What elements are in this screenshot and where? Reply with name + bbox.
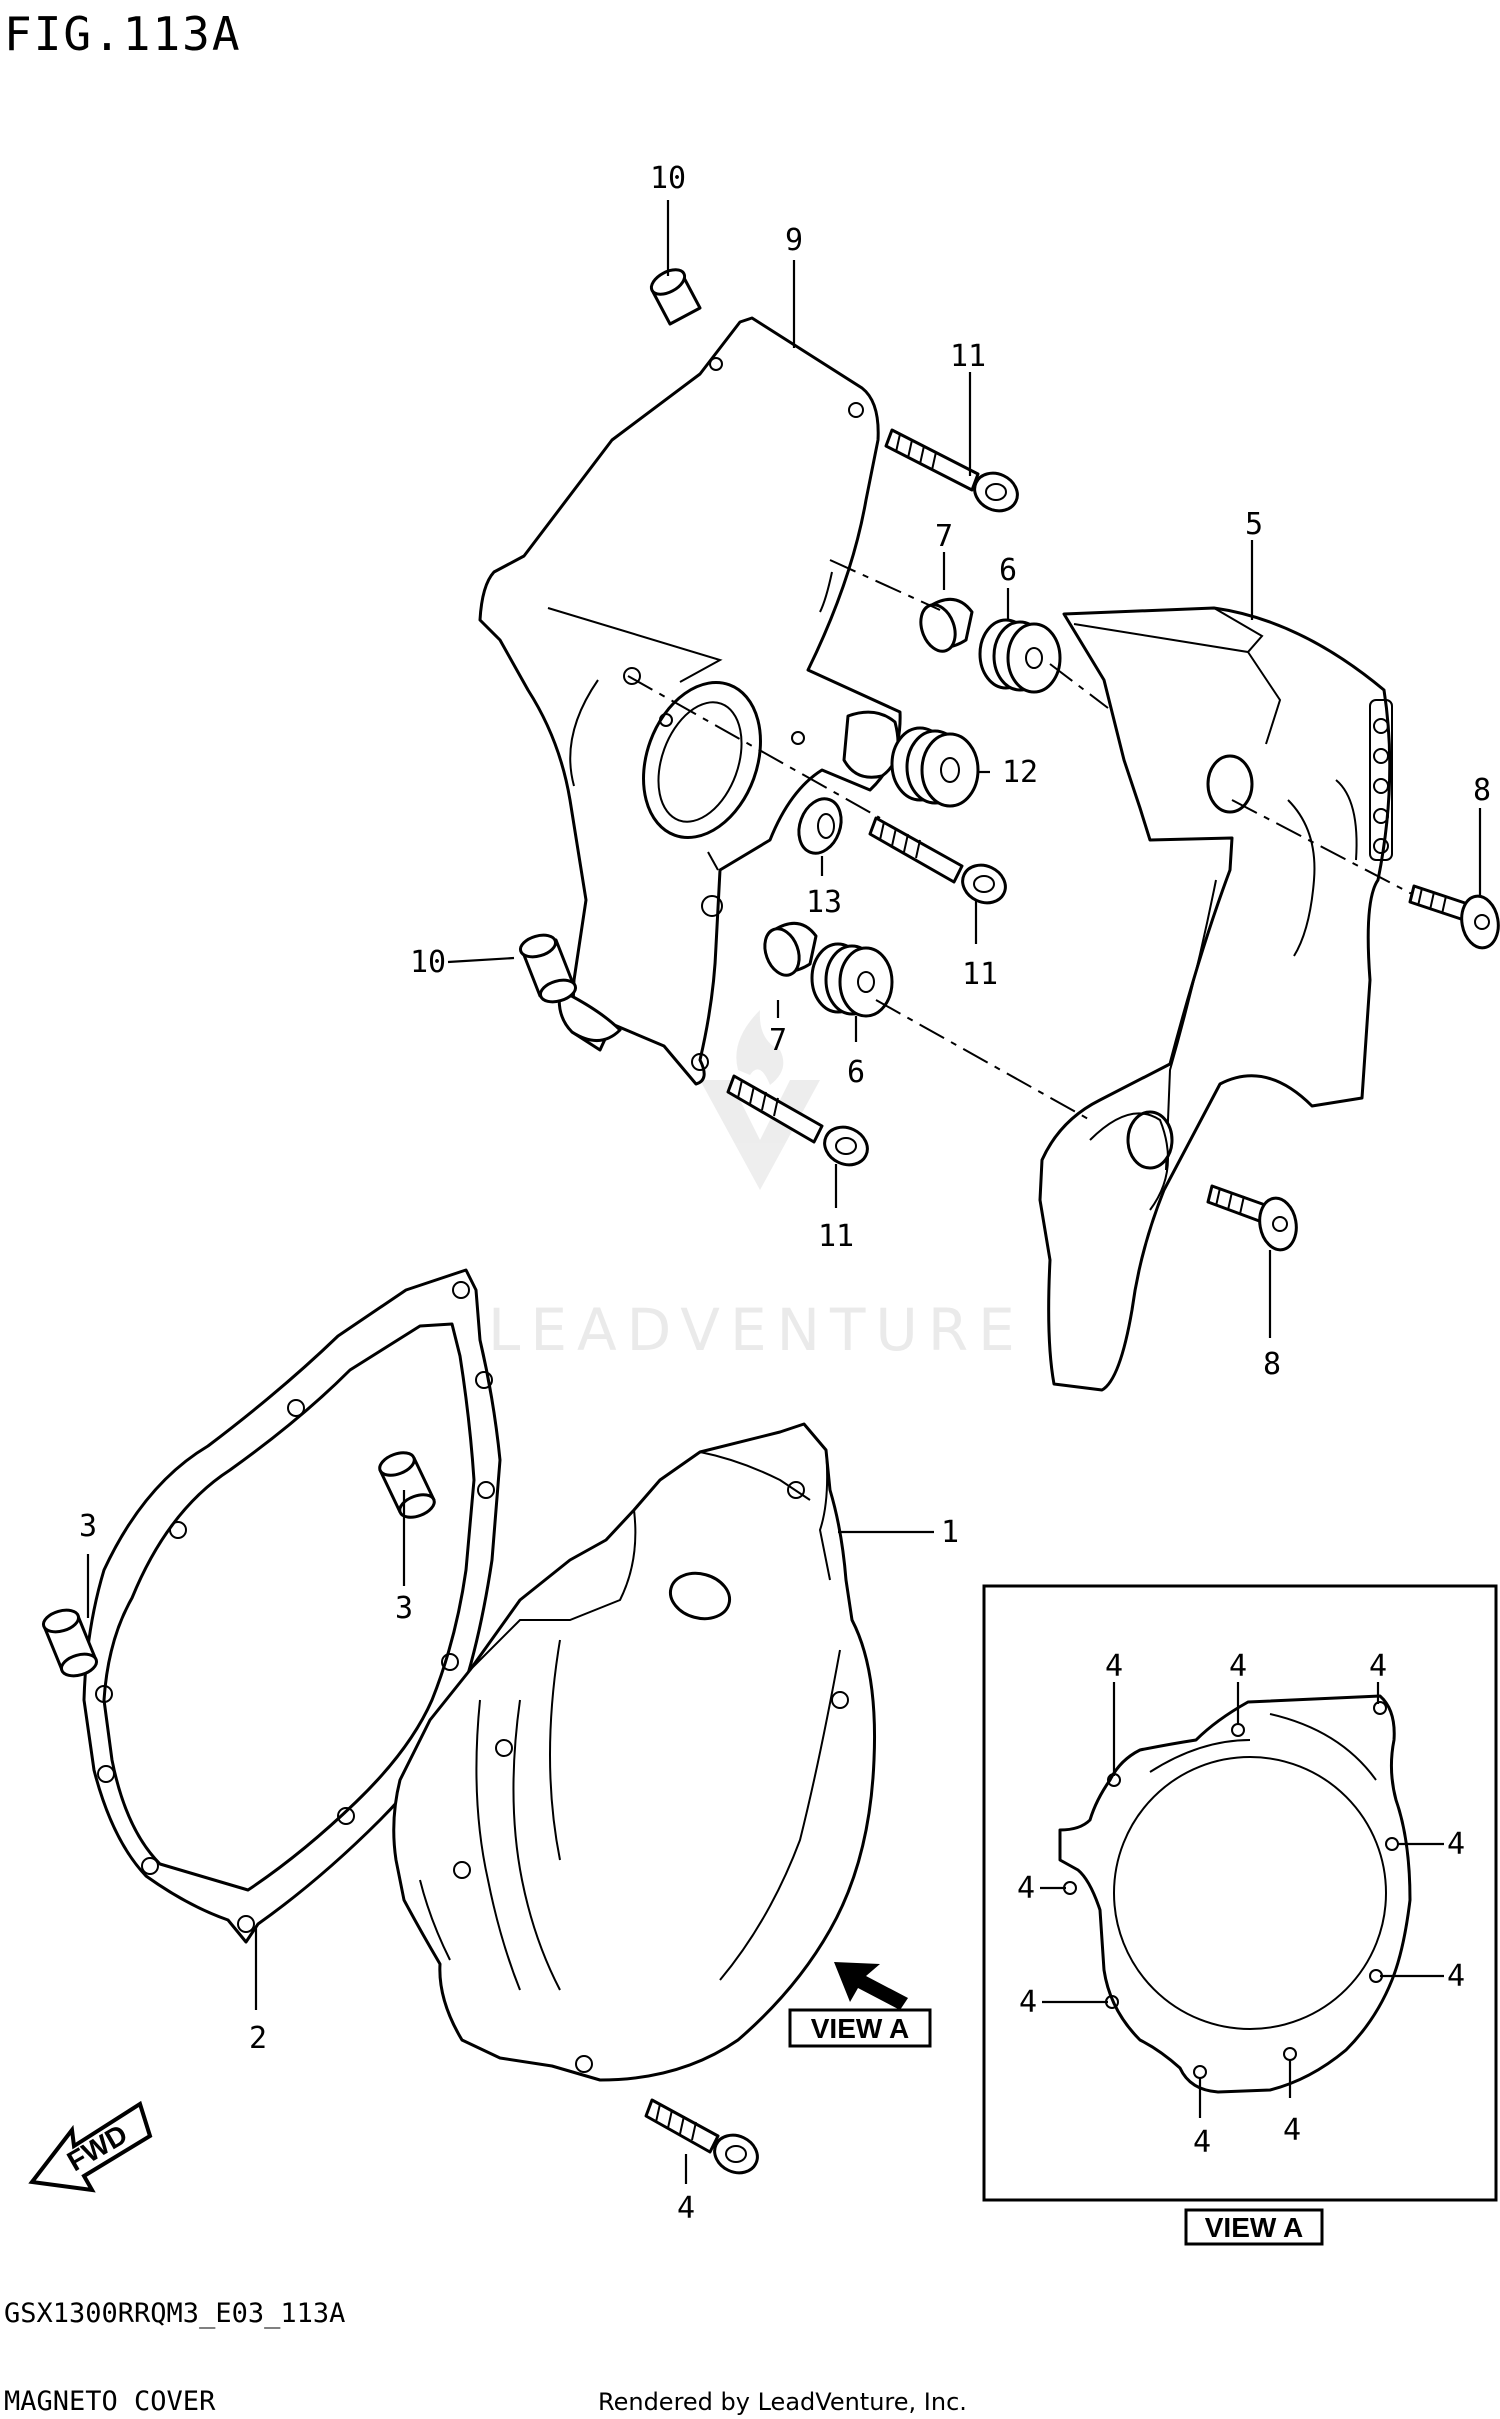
part-10-dowel-lower[interactable] xyxy=(518,931,578,1005)
view-a-inset xyxy=(982,1584,1498,2202)
view-a-callout-4: 4 xyxy=(1019,1985,1037,2020)
callout-10-upper: 10 xyxy=(650,161,686,196)
part-1-magneto-cover[interactable] xyxy=(392,1422,877,2082)
view-a-callout-4: 4 xyxy=(1105,1649,1123,1684)
part-11-bolt-lower[interactable] xyxy=(726,1074,874,1172)
callout-11-middle: 11 xyxy=(962,957,998,992)
part-3-dowel-left[interactable] xyxy=(41,1606,99,1679)
callout-5: 5 xyxy=(1245,507,1263,542)
figure-code: GSX1300RRQM3_E03_113A xyxy=(4,2298,345,2329)
view-a-callout-4: 4 xyxy=(1229,1649,1247,1684)
view-a-arrow xyxy=(834,1962,908,2010)
callout-11-upper: 11 xyxy=(950,339,986,374)
part-12-grommet[interactable] xyxy=(890,726,980,808)
callout-3-left: 3 xyxy=(79,1509,97,1544)
figure-title: FIG.113A xyxy=(4,7,242,61)
part-6-grommet-upper[interactable] xyxy=(978,618,1062,694)
part-11-bolt-middle[interactable] xyxy=(868,816,1012,910)
figure-name: MAGNETO COVER xyxy=(4,2386,216,2417)
part-7-collar-upper[interactable] xyxy=(915,597,974,656)
callout-1: 1 xyxy=(941,1515,959,1550)
callout-6-lower: 6 xyxy=(847,1055,865,1090)
callout-7-lower: 7 xyxy=(769,1023,787,1058)
part-5-cover[interactable] xyxy=(1038,606,1393,1392)
view-a-callout-4: 4 xyxy=(1193,2125,1211,2160)
callout-8-lower: 8 xyxy=(1263,1347,1281,1382)
view-a-callout-4: 4 xyxy=(1369,1649,1387,1684)
callout-11-lower: 11 xyxy=(818,1219,854,1254)
view-a-callout-4: 4 xyxy=(1017,1871,1035,1906)
callout-6-upper: 6 xyxy=(999,553,1017,588)
callout-12: 12 xyxy=(1002,755,1038,790)
assembly-lines xyxy=(627,559,1413,1121)
callouts: 10 9 11 7 6 5 12 8 13 11 10 7 6 11 8 1 3… xyxy=(79,161,1491,2226)
callout-7-upper: 7 xyxy=(935,519,953,554)
part-8-bolt-lower[interactable] xyxy=(1206,1184,1300,1253)
leader-lines xyxy=(86,200,1482,2184)
leadventure-watermark: LEADVENTURE xyxy=(488,1010,1025,1364)
view-a-callout-4: 4 xyxy=(1283,2113,1301,2148)
view-a-caption-box: VIEW A xyxy=(1184,2208,1324,2246)
view-a-caption: VIEW A xyxy=(1205,2212,1304,2243)
rendered-by: Rendered by LeadVenture, Inc. xyxy=(598,2388,967,2416)
part-9-bracket[interactable] xyxy=(478,316,902,1086)
callout-13: 13 xyxy=(806,885,842,920)
part-7-collar-lower[interactable] xyxy=(759,921,818,980)
part-8-bolt-upper[interactable] xyxy=(1408,884,1500,951)
callout-3-right: 3 xyxy=(395,1591,413,1626)
part-11-bolt-upper[interactable] xyxy=(884,428,1024,518)
part-3-dowel-right[interactable] xyxy=(377,1448,438,1521)
view-a-callout-4: 4 xyxy=(1447,1827,1465,1862)
part-10-dowel-upper[interactable] xyxy=(647,265,702,326)
callout-10-lower: 10 xyxy=(410,945,446,980)
fwd-arrow: FWD xyxy=(28,2100,153,2193)
view-a-label-box: VIEW A xyxy=(788,2008,932,2048)
callout-8-upper: 8 xyxy=(1473,773,1491,808)
view-a-label: VIEW A xyxy=(811,2013,910,2044)
watermark-text: LEADVENTURE xyxy=(488,1296,1025,1364)
cover-embossed-logo xyxy=(1369,699,1393,861)
callout-4-bolt: 4 xyxy=(677,2191,695,2226)
part-13-washer[interactable] xyxy=(792,793,849,859)
callout-2: 2 xyxy=(249,2021,267,2056)
part-6-grommet-lower[interactable] xyxy=(810,942,894,1018)
view-a-callout-4: 4 xyxy=(1447,1959,1465,1994)
callout-9: 9 xyxy=(785,223,803,258)
part-4-bolt[interactable] xyxy=(644,2098,764,2180)
